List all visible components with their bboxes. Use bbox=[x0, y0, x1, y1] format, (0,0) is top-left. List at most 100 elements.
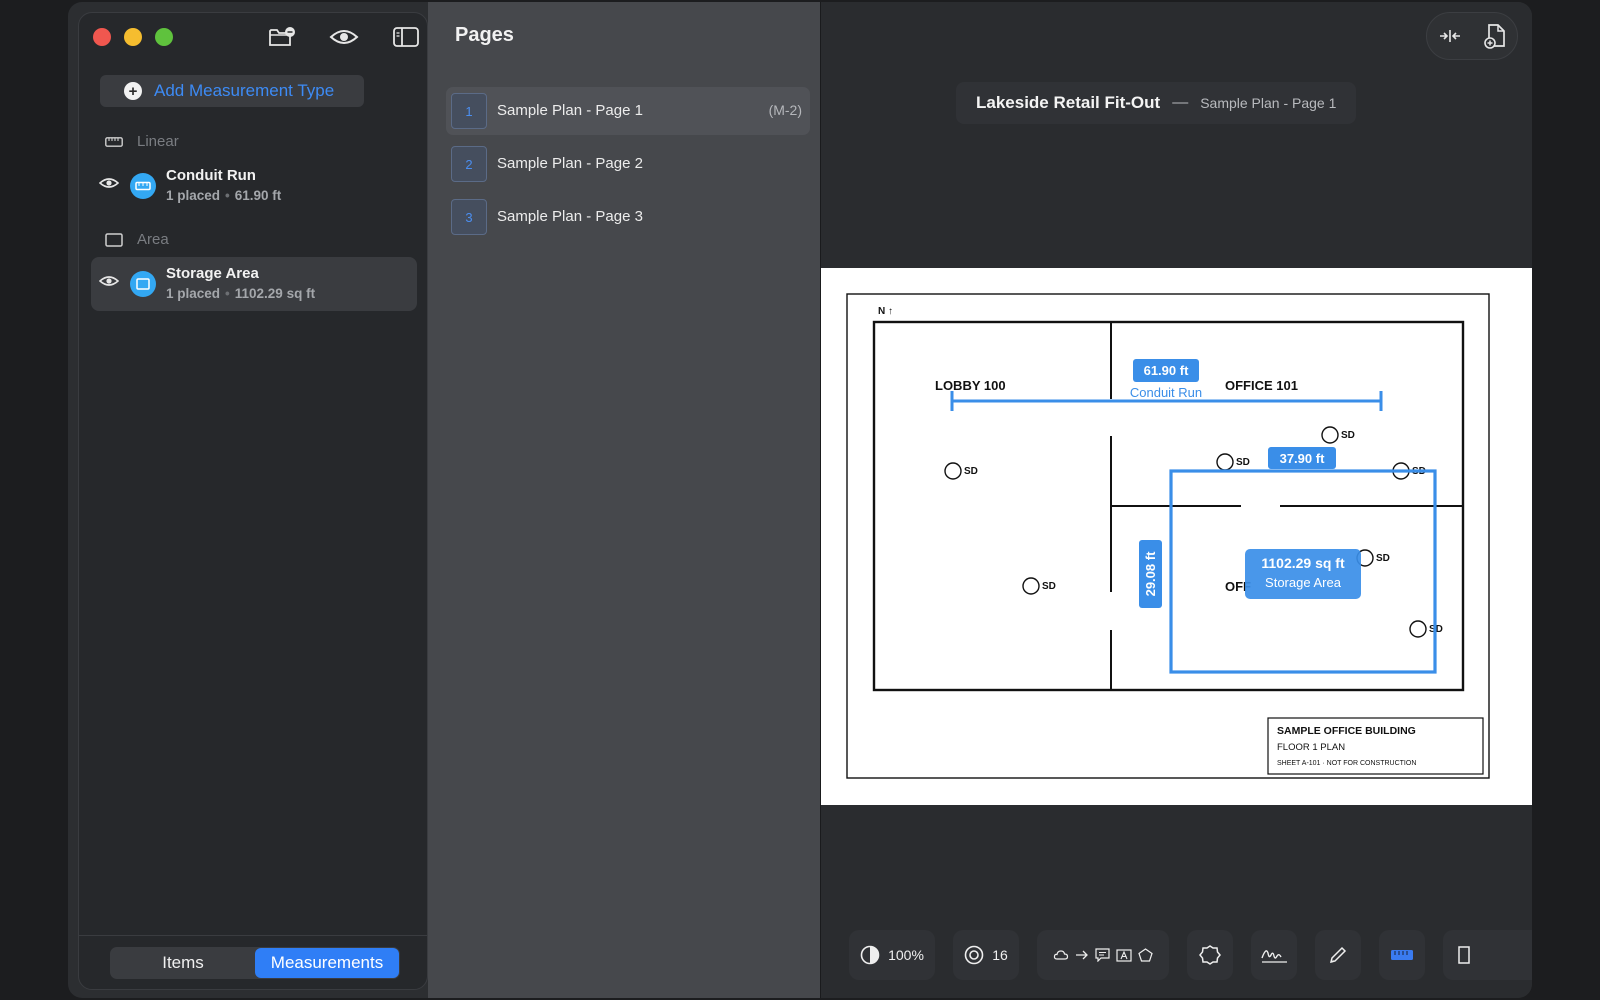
pages-panel: Pages 1 Sample Plan - Page 1 (M-2) 2 Sam… bbox=[428, 2, 820, 998]
add-document-icon[interactable] bbox=[1483, 23, 1507, 49]
page-title: Sample Plan - Page 1 bbox=[1200, 95, 1337, 111]
svg-text:SD: SD bbox=[1341, 430, 1355, 441]
add-measurement-type-button[interactable]: + Add Measurement Type bbox=[100, 75, 364, 107]
group-header-linear: Linear bbox=[105, 133, 179, 150]
plan-sheet[interactable]: N ↑ LOBBY 100 OFFICE 101 OFF bbox=[821, 268, 1532, 805]
add-measurement-type-label: Add Measurement Type bbox=[154, 81, 335, 100]
placed-count: 1 placed bbox=[166, 188, 221, 203]
lasso-shape-tool[interactable] bbox=[1187, 930, 1233, 980]
title-block: SAMPLE OFFICE BUILDING FLOOR 1 PLAN SHEE… bbox=[1267, 717, 1484, 775]
minimize-window-button[interactable] bbox=[124, 28, 142, 46]
signature-tool[interactable] bbox=[1251, 930, 1297, 980]
title-block-line3: SHEET A-101 · NOT FOR CONSTRUCTION bbox=[1277, 760, 1416, 767]
ruler-icon bbox=[105, 136, 123, 147]
comment-icon[interactable] bbox=[1095, 948, 1110, 962]
floor-plan-drawing: N ↑ LOBBY 100 OFFICE 101 OFF bbox=[846, 293, 1490, 779]
text-box-icon[interactable] bbox=[1116, 948, 1132, 962]
linear-name-label: Conduit Run bbox=[1130, 385, 1202, 400]
signature-icon bbox=[1261, 950, 1287, 963]
measure-tool[interactable] bbox=[1379, 930, 1425, 980]
zoom-window-button[interactable] bbox=[155, 28, 173, 46]
markup-shapes-group bbox=[1037, 930, 1169, 980]
sheet-border bbox=[846, 293, 1490, 779]
project-title: Lakeside Retail Fit-Out bbox=[976, 93, 1161, 112]
placed-count: 1 placed bbox=[166, 286, 221, 301]
cloud-icon[interactable] bbox=[1053, 949, 1069, 961]
pencil-tool[interactable] bbox=[1315, 930, 1361, 980]
arrow-icon[interactable] bbox=[1075, 949, 1089, 961]
plus-circle-icon: + bbox=[124, 82, 142, 100]
sidebar-toggle-icon[interactable] bbox=[391, 23, 421, 51]
svg-text:SD: SD bbox=[1236, 457, 1250, 468]
document-viewer: Lakeside Retail Fit-Out — Sample Plan - … bbox=[820, 2, 1532, 998]
page-label: Sample Plan - Page 2 bbox=[497, 155, 643, 172]
page-icon bbox=[1458, 946, 1470, 964]
eye-icon[interactable] bbox=[329, 23, 359, 51]
area-value-label: 1102.29 sq ft bbox=[1261, 555, 1345, 571]
linear-value-label: 61.90 ft bbox=[1144, 363, 1189, 378]
page-row-1[interactable]: 1 Sample Plan - Page 1 (M-2) bbox=[446, 87, 810, 135]
measurement-row-conduit-run[interactable]: Conduit Run 1 placed•61.90 ft bbox=[91, 159, 417, 213]
tab-measurements[interactable]: Measurements bbox=[255, 948, 399, 978]
target-circle-icon bbox=[964, 945, 984, 965]
measurements-sidebar: + Add Measurement Type Linear Conduit Ru… bbox=[78, 12, 428, 990]
folder-remove-icon[interactable] bbox=[267, 23, 297, 51]
title-separator: — bbox=[1172, 94, 1189, 111]
width-value-label: 37.90 ft bbox=[1280, 451, 1325, 466]
room-label-office-101: OFFICE 101 bbox=[1225, 378, 1298, 393]
annotation-toolbar: 100% 16 bbox=[821, 926, 1532, 984]
opacity-control[interactable]: 100% bbox=[849, 930, 935, 980]
pencil-icon bbox=[1329, 946, 1347, 964]
area-measurement-storage-area: 37.90 ft 29.08 ft 1102.29 sq ft Storage … bbox=[1139, 447, 1437, 674]
rectangle-icon bbox=[105, 232, 123, 247]
linear-measurement-conduit-run: 61.90 ft Conduit Run bbox=[950, 359, 1383, 411]
area-name-label: Storage Area bbox=[1265, 575, 1342, 590]
ruler-icon bbox=[1391, 950, 1413, 960]
smoke-detectors bbox=[944, 426, 1427, 638]
measurement-meta: 1 placed•1102.29 sq ft bbox=[166, 286, 316, 301]
smoke-detector-labels: SD SD SD SD SD SD SD bbox=[964, 430, 1443, 635]
title-block-line1: SAMPLE OFFICE BUILDING bbox=[1277, 725, 1416, 737]
room-label-lobby: LOBBY 100 bbox=[935, 378, 1006, 393]
measurement-row-storage-area[interactable]: Storage Area 1 placed•1102.29 sq ft bbox=[91, 257, 417, 311]
measurement-total: 61.90 ft bbox=[234, 188, 282, 203]
page-number: 3 bbox=[451, 199, 487, 235]
visibility-eye-icon[interactable] bbox=[99, 274, 119, 288]
height-value-label: 29.08 ft bbox=[1143, 551, 1158, 596]
close-window-button[interactable] bbox=[93, 28, 111, 46]
measurement-name: Conduit Run bbox=[166, 167, 256, 184]
stroke-width-value: 16 bbox=[992, 947, 1008, 963]
measurement-total: 1102.29 sq ft bbox=[234, 286, 316, 301]
group-label-linear: Linear bbox=[137, 133, 179, 150]
measurement-name: Storage Area bbox=[166, 265, 259, 282]
interior-walls bbox=[1110, 322, 1463, 690]
document-title-bar: Lakeside Retail Fit-Out — Sample Plan - … bbox=[956, 82, 1357, 124]
viewer-top-actions bbox=[1426, 12, 1518, 60]
more-tools[interactable] bbox=[1443, 930, 1532, 980]
page-label: Sample Plan - Page 3 bbox=[497, 208, 643, 225]
linear-type-badge-icon bbox=[130, 173, 156, 199]
fit-width-icon[interactable] bbox=[1438, 28, 1462, 44]
page-row-2[interactable]: 2 Sample Plan - Page 2 bbox=[446, 140, 810, 188]
page-number: 2 bbox=[451, 146, 487, 182]
tab-items[interactable]: Items bbox=[162, 953, 204, 972]
area-type-badge-icon bbox=[130, 271, 156, 297]
badge-shape-icon bbox=[1199, 945, 1221, 965]
svg-text:SD: SD bbox=[964, 466, 978, 477]
measurement-meta: 1 placed•61.90 ft bbox=[166, 188, 282, 203]
svg-text:SD: SD bbox=[1376, 553, 1390, 564]
svg-text:SD: SD bbox=[1042, 581, 1056, 592]
room-label-office-hidden: OFF bbox=[1225, 579, 1251, 594]
page-row-3[interactable]: 3 Sample Plan - Page 3 bbox=[446, 193, 810, 241]
page-tag: (M-2) bbox=[768, 102, 802, 118]
visibility-eye-icon[interactable] bbox=[99, 176, 119, 190]
title-block-line2: FLOOR 1 PLAN bbox=[1277, 742, 1345, 753]
sidebar-footer: Items Measurements bbox=[79, 935, 427, 989]
pages-title: Pages bbox=[455, 24, 514, 46]
group-header-area: Area bbox=[105, 231, 169, 248]
contrast-icon bbox=[860, 945, 880, 965]
opacity-value: 100% bbox=[888, 947, 924, 963]
north-arrow: N ↑ bbox=[878, 306, 893, 317]
polygon-icon[interactable] bbox=[1138, 948, 1153, 962]
stroke-width-control[interactable]: 16 bbox=[953, 930, 1019, 980]
